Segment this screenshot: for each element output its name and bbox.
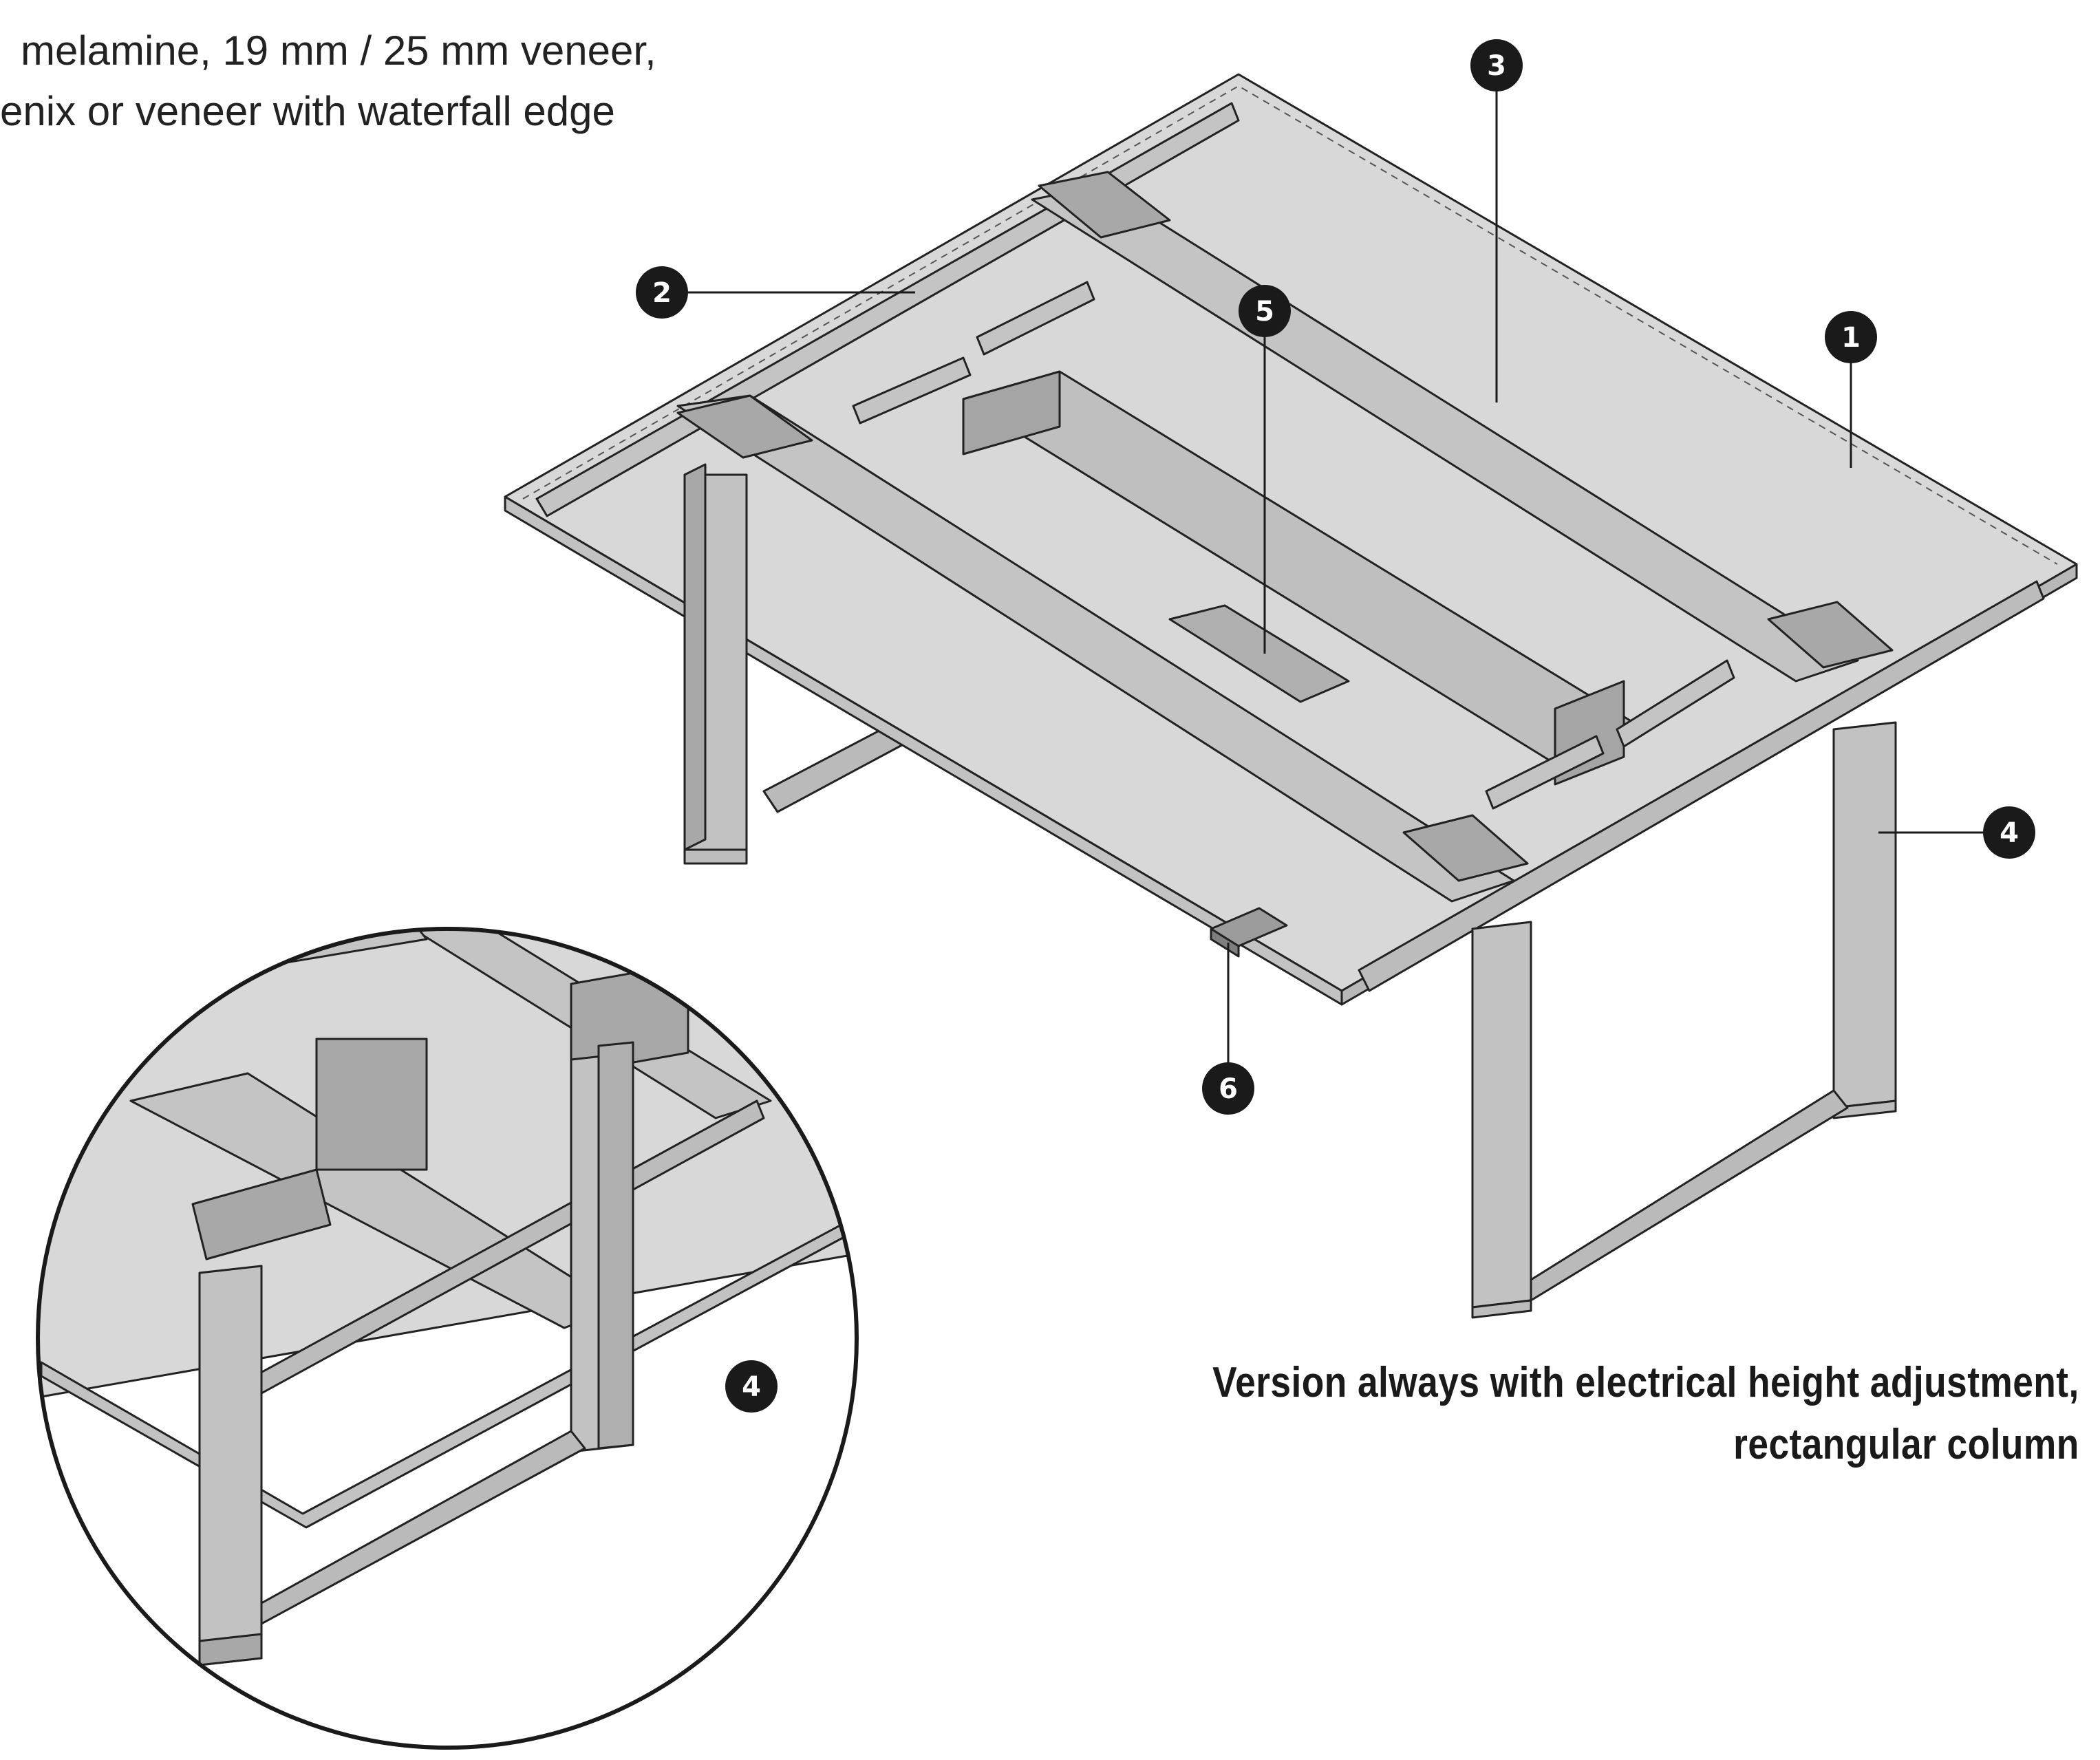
detail-lens (36, 927, 859, 1750)
callout-4-detail-label: 4 (742, 1371, 761, 1403)
callout-6-label: 6 (1219, 1073, 1238, 1105)
callout-2: 2 (636, 266, 688, 319)
callout-1-label: 1 (1841, 322, 1861, 354)
leg-front-left (683, 463, 748, 865)
callout-4-label: 4 (2000, 817, 2019, 849)
caption-line-2: rectangular column (1733, 1421, 2079, 1468)
control-switch (1210, 907, 1288, 958)
caption: Version always with electrical height ad… (1212, 1352, 2079, 1476)
callout-2-label: 2 (652, 277, 672, 309)
leg-front-right (1471, 721, 1897, 1319)
material-description: melamine, 19 mm / 25 mm veneer, enix or … (0, 21, 656, 142)
callout-6: 6 (1202, 1062, 1254, 1115)
callout-3-label: 3 (1487, 50, 1506, 82)
material-description-line-2: enix or veneer with waterfall edge (0, 88, 615, 134)
callout-4-detail: 4 (725, 1360, 778, 1413)
frame (535, 102, 2045, 992)
callout-5: 5 (1239, 285, 1291, 337)
callout-1: 1 (1825, 311, 1877, 363)
callout-5-label: 5 (1255, 296, 1274, 328)
callout-4: 4 (1983, 806, 2035, 859)
caption-line-1: Version always with electrical height ad… (1212, 1359, 2079, 1406)
callout-3: 3 (1470, 39, 1523, 92)
desk-main (504, 73, 2078, 1319)
material-description-line-1: melamine, 19 mm / 25 mm veneer, (21, 28, 656, 74)
